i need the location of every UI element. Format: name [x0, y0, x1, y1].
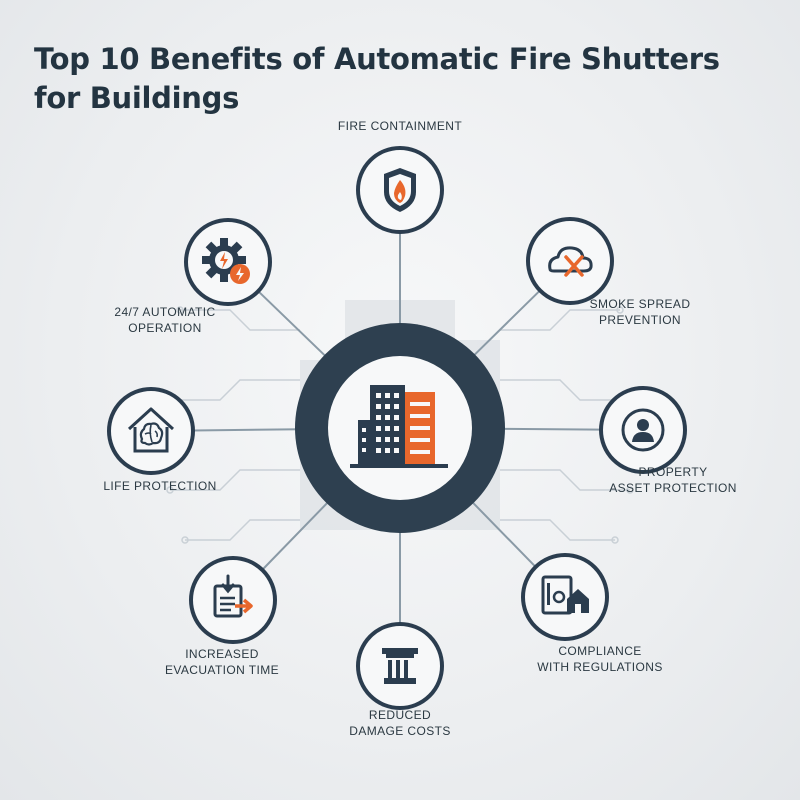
- benefit-node: [107, 387, 195, 475]
- connector-lines: [192, 232, 602, 624]
- benefit-node: [189, 556, 277, 644]
- benefit-node: [356, 146, 444, 234]
- connector-line: [261, 499, 332, 571]
- benefit-label: FIRE CONTAINMENT: [337, 119, 463, 133]
- safe-home-icon: [541, 575, 589, 615]
- home-brain-icon: [127, 407, 175, 453]
- checklist-arrow-icon: [213, 574, 253, 618]
- center-hub: [295, 323, 505, 533]
- circuit-traces: [166, 306, 634, 544]
- cloud-x-icon: [548, 246, 593, 277]
- benefit-label: COMPLIANCE WITH REGULATIONS: [537, 644, 663, 674]
- benefit-label: REDUCED DAMAGE COSTS: [349, 708, 451, 738]
- benefit-node: [526, 217, 614, 305]
- person-badge-icon: [621, 408, 665, 452]
- benefit-node: [356, 622, 444, 710]
- benefit-label: SMOKE SPREAD PREVENTION: [589, 297, 691, 327]
- page-title: Top 10 Benefits of Automatic Fire Shutte…: [34, 42, 720, 115]
- benefit-label: PROPERTY ASSET PROTECTION: [609, 465, 737, 495]
- building-icon: [350, 385, 448, 468]
- connector-line: [470, 289, 541, 359]
- connector-line: [499, 427, 602, 431]
- benefit-label: INCREASED EVACUATION TIME: [164, 647, 279, 677]
- connector-line: [469, 498, 537, 568]
- shield-fire-icon: [384, 168, 416, 212]
- benefit-node: [521, 553, 609, 641]
- benefit-label: 24/7 AUTOMATIC OPERATION: [114, 305, 216, 335]
- benefit-label: LIFE PROTECTION: [103, 479, 217, 493]
- connector-line: [192, 428, 301, 432]
- pillar-icon: [382, 648, 418, 684]
- benefit-node: [184, 218, 272, 306]
- connector-line: [257, 290, 329, 360]
- benefit-node: [599, 386, 687, 474]
